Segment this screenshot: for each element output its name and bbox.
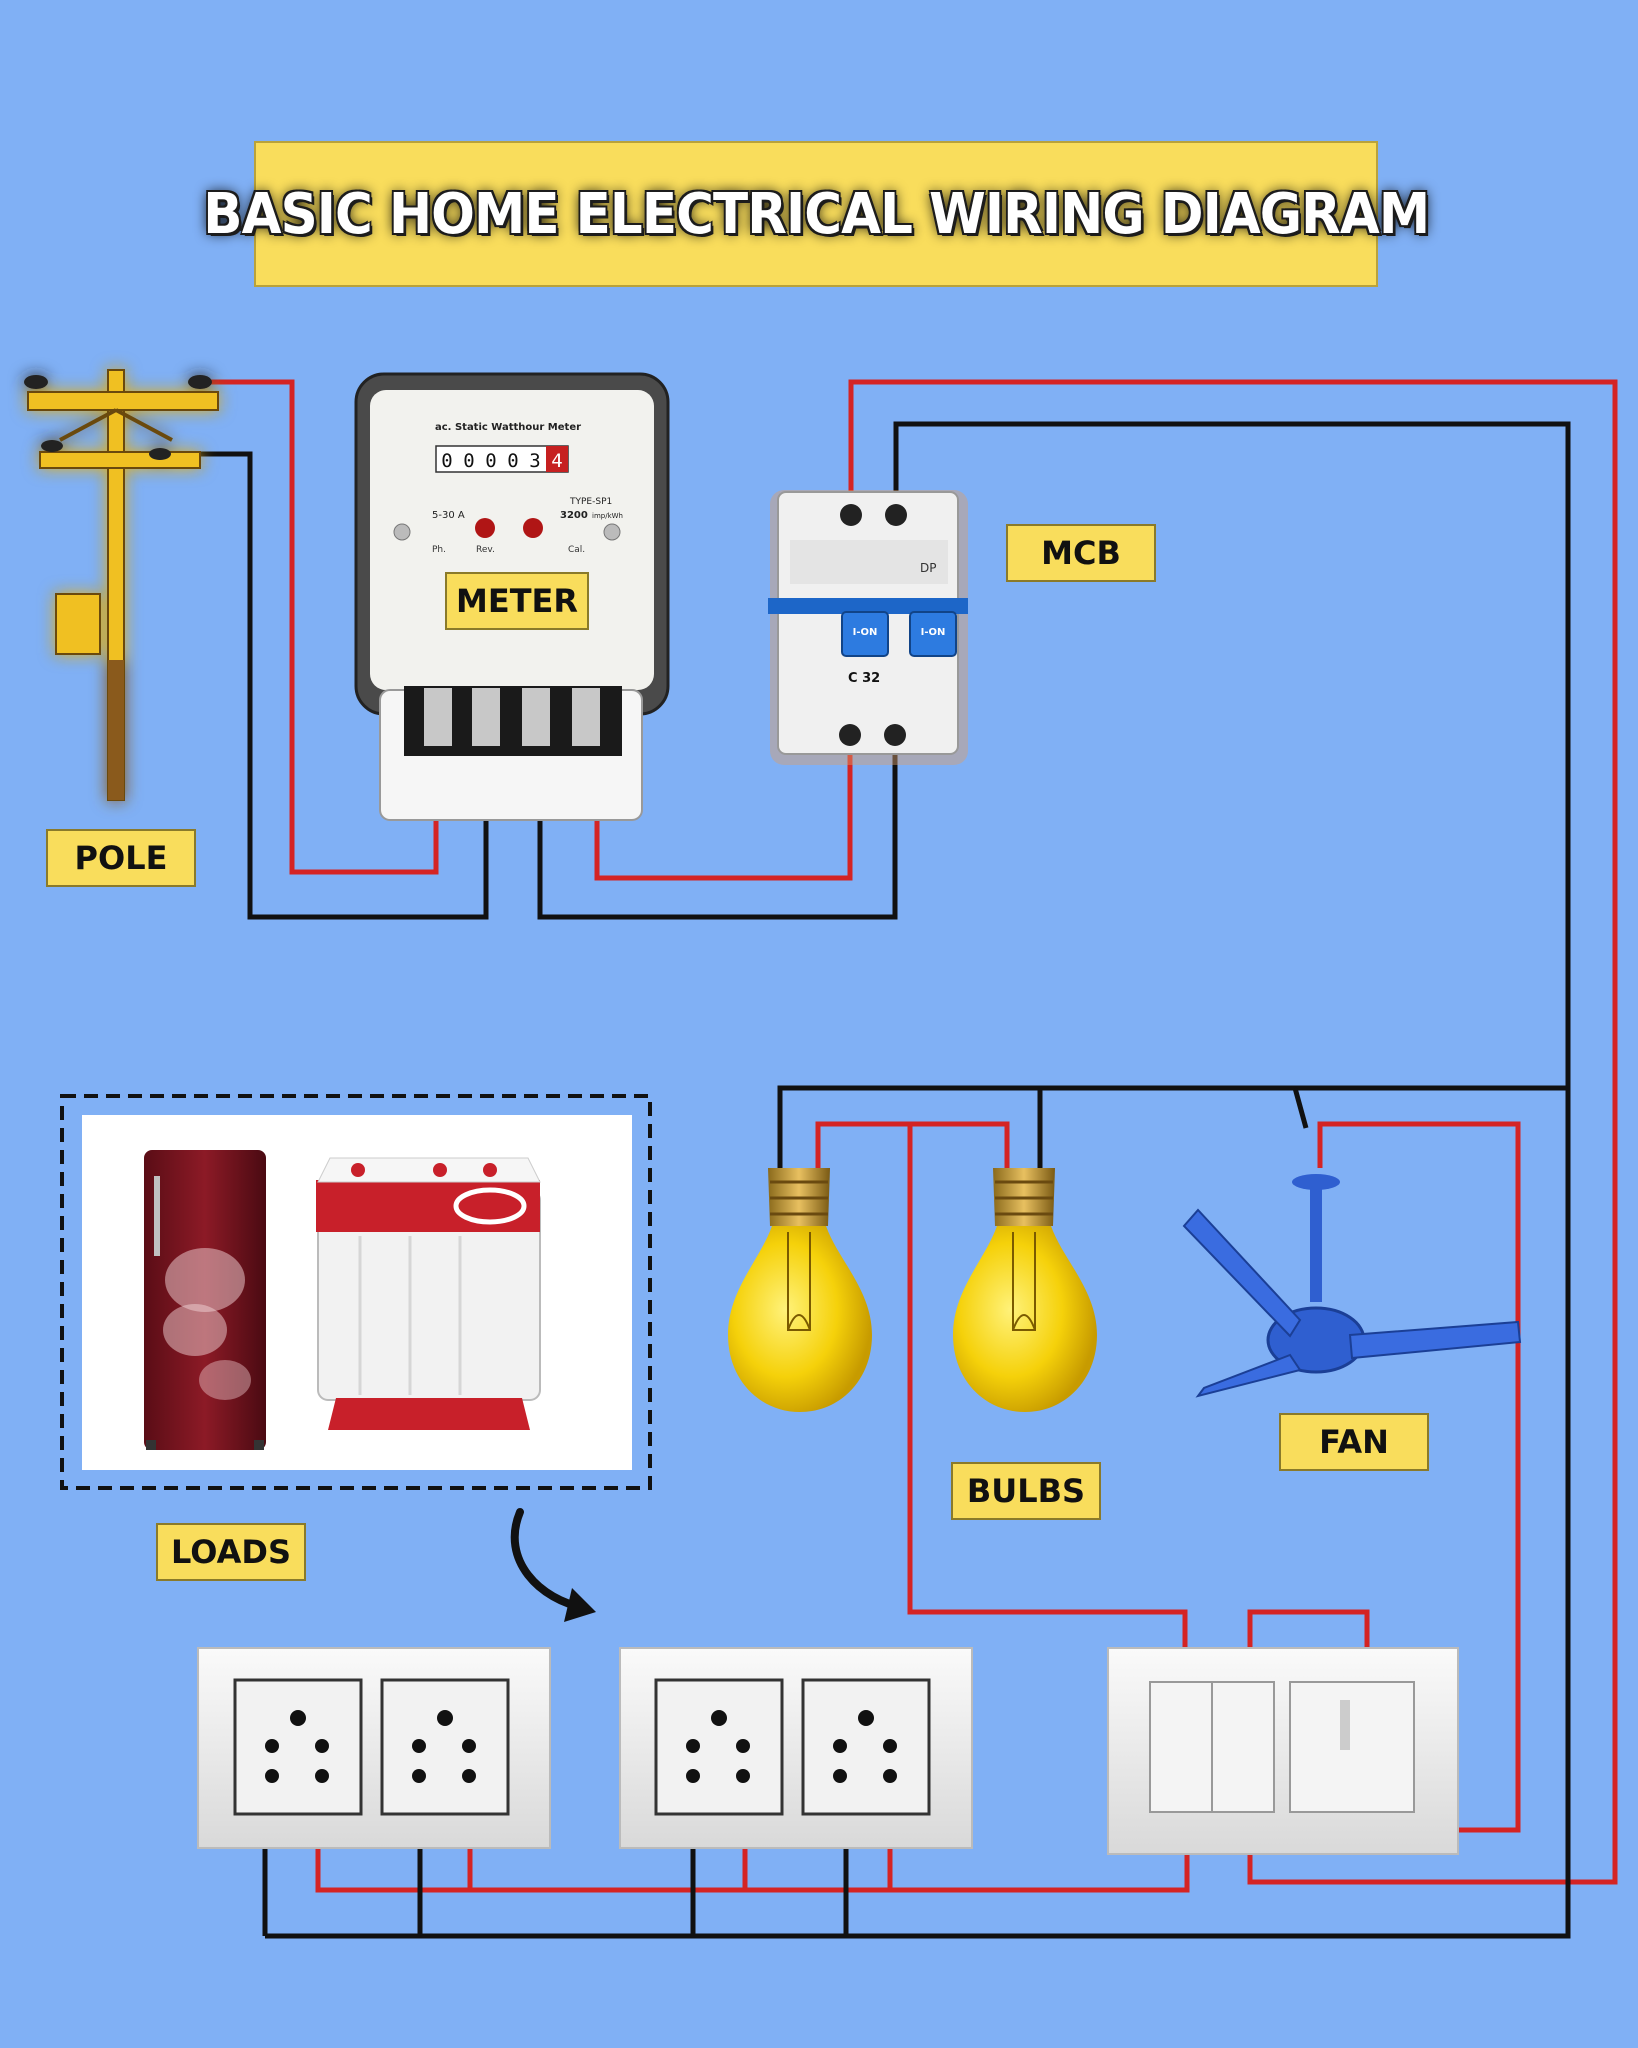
meter-cal-label: Cal. <box>568 545 585 555</box>
mcb-terminal-in-phase <box>840 504 862 526</box>
meter-screw-left <box>393 523 411 541</box>
label-loads: LOADS <box>156 1523 306 1581</box>
bulb-1 <box>728 1168 872 1412</box>
socket-plate-2 <box>619 1647 973 1849</box>
neutral-fan <box>1292 1087 1309 1129</box>
meter-ph-label: Ph. <box>432 545 446 555</box>
mcb-terminal-in-neutral <box>885 504 907 526</box>
reading-digit: 3 <box>529 450 540 472</box>
label-bulbs: BULBS <box>951 1462 1101 1520</box>
mcb-poles: DP <box>920 561 936 575</box>
meter-led-phase <box>475 518 495 538</box>
label-fan: FAN <box>1279 1413 1429 1471</box>
meter-rev-label: Rev. <box>476 545 495 555</box>
title-banner: BASIC HOME ELECTRICAL WIRING DIAGRAM <box>203 141 1430 287</box>
refrigerator <box>144 1150 266 1450</box>
mcb-terminal-out-neutral <box>884 724 906 746</box>
meter-led-rev <box>523 518 543 538</box>
meter-screw-right <box>603 523 621 541</box>
switch-plate <box>1107 1647 1459 1855</box>
curved-arrow <box>510 1508 596 1622</box>
reading-digit: 0 <box>463 450 474 472</box>
mcb-toggle-right <box>909 611 957 657</box>
reading-digit: 0 <box>485 450 496 472</box>
label-pole: POLE <box>46 829 196 887</box>
mcb-rating: C 32 <box>848 671 880 686</box>
mcb-toggle-left <box>841 611 889 657</box>
reading-digit: 0 <box>441 450 452 472</box>
neutral-bus <box>777 1085 1568 1168</box>
mcb-terminal-out-phase <box>839 724 861 746</box>
ceiling-fan <box>1182 1174 1522 1398</box>
socket-plate-1 <box>197 1647 551 1849</box>
meter-reading-digits: 0 0 0 0 3 4 <box>435 445 569 473</box>
phase-fan <box>1317 1121 1521 1833</box>
label-mcb: MCB <box>1006 524 1156 582</box>
meter-heading: ac. Static Watthour Meter <box>435 422 581 433</box>
loads-box <box>60 1094 652 1490</box>
bulb-2 <box>953 1168 1097 1412</box>
neutral-wire-pole-to-meter <box>160 451 489 920</box>
meter-type: TYPE-SP1 <box>569 497 612 507</box>
washing-machine <box>316 1157 541 1430</box>
reading-digit: 0 <box>507 450 518 472</box>
mcb-brand-left: I-ON <box>853 627 878 638</box>
mcb-breaker: DP I-ON I-ON C 32 <box>768 490 968 765</box>
meter-constant: 3200 <box>560 510 588 521</box>
phase-main-red <box>848 379 1618 1885</box>
reading-digit: 4 <box>551 450 562 472</box>
neutral-main-black <box>265 421 1571 1939</box>
label-meter: METER <box>445 572 589 630</box>
mcb-brand-right: I-ON <box>921 627 946 638</box>
utility-pole <box>24 369 219 801</box>
meter-rating: 5-30 A <box>432 510 465 521</box>
meter-constant-unit: imp/kWh <box>592 512 623 520</box>
diagram-title: BASIC HOME ELECTRICAL WIRING DIAGRAM <box>203 181 1430 247</box>
